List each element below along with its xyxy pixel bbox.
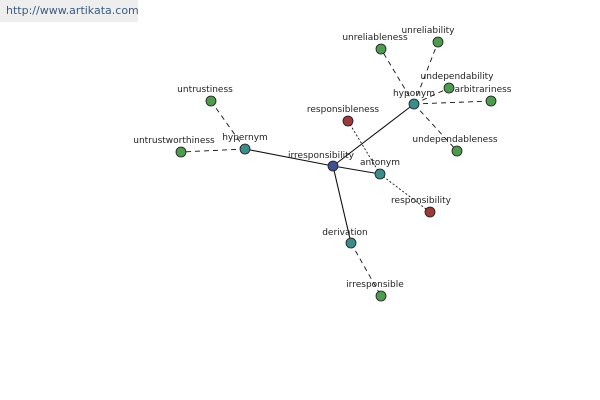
label-responsibility: responsibility bbox=[391, 196, 452, 206]
node-irresponsible[interactable] bbox=[375, 290, 387, 302]
label-responsibleness: responsibleness bbox=[307, 105, 380, 115]
label-antonym: antonym bbox=[360, 158, 400, 168]
node-antonym[interactable] bbox=[374, 168, 386, 180]
edge-hyponym-unreliableness bbox=[380, 48, 415, 105]
label-irresponsible: irresponsible bbox=[346, 280, 404, 290]
label-center: irresponsibility bbox=[288, 151, 355, 161]
edge-hyponym-undependability bbox=[413, 87, 450, 105]
label-hypernym: hypernym bbox=[222, 133, 268, 143]
node-hypernym[interactable] bbox=[239, 143, 251, 155]
label-unreliableness: unreliableness bbox=[342, 33, 408, 43]
label-undependableness: undependableness bbox=[412, 135, 498, 145]
node-unreliableness[interactable] bbox=[375, 43, 387, 55]
node-undependableness[interactable] bbox=[451, 145, 463, 157]
edge-hypernym-untrustworthiness bbox=[180, 148, 246, 153]
label-unreliability: unreliability bbox=[401, 26, 455, 36]
watermark-text: http://www.artikata.com bbox=[6, 4, 139, 17]
label-untrustiness: untrustiness bbox=[177, 85, 233, 95]
node-unreliability[interactable] bbox=[432, 36, 444, 48]
edge-center-hypernym bbox=[244, 148, 334, 167]
label-undependability: undependability bbox=[421, 72, 495, 82]
edge-center-derivation bbox=[332, 165, 352, 244]
node-undependability[interactable] bbox=[443, 82, 455, 94]
label-derivation: derivation bbox=[322, 228, 368, 238]
node-arbitrariness[interactable] bbox=[485, 95, 497, 107]
label-arbitrariness: arbitrariness bbox=[455, 85, 512, 95]
node-hyponym[interactable] bbox=[408, 98, 420, 110]
edge-center-hyponym bbox=[332, 103, 415, 167]
node-responsibleness[interactable] bbox=[342, 115, 354, 127]
label-hyponym: hyponym bbox=[393, 89, 435, 99]
node-untrustworthiness[interactable] bbox=[175, 146, 187, 158]
watermark-banner: http://www.artikata.com bbox=[0, 0, 139, 22]
edge-center-antonym bbox=[332, 165, 381, 175]
edge-derivation-irresponsible bbox=[350, 242, 382, 297]
edge-hypernym-untrustiness bbox=[210, 100, 246, 150]
edge-hyponym-undependableness bbox=[413, 103, 458, 152]
node-center[interactable] bbox=[327, 160, 339, 172]
node-untrustiness[interactable] bbox=[205, 95, 217, 107]
node-responsibility[interactable] bbox=[424, 206, 436, 218]
edge-hyponym-unreliability bbox=[413, 41, 439, 105]
edge-antonym-responsibility bbox=[379, 173, 431, 213]
edge-hyponym-arbitrariness bbox=[413, 100, 492, 105]
label-untrustworthiness: untrustworthiness bbox=[133, 136, 215, 146]
node-derivation[interactable] bbox=[345, 237, 357, 249]
